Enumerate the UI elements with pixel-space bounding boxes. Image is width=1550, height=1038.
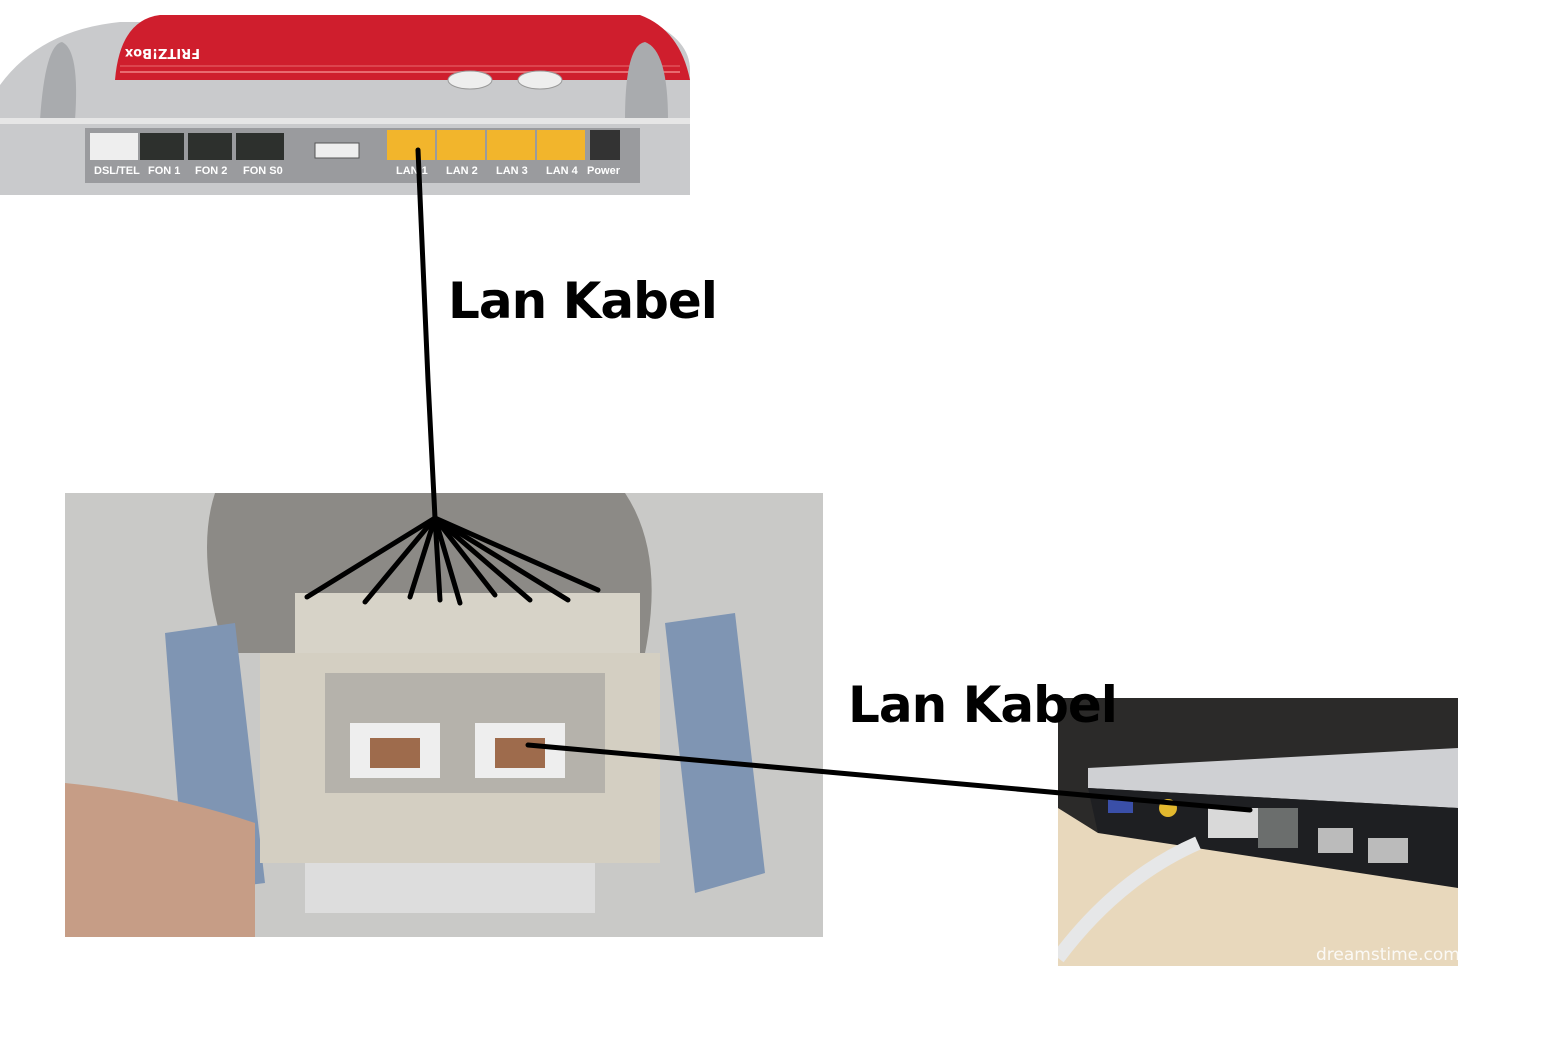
wall-socket-photo: [65, 493, 823, 937]
port-label-dsl: DSL/TEL: [94, 165, 140, 177]
port-label-fon1: FON 1: [148, 165, 180, 177]
port-label-power: Power: [587, 165, 621, 177]
port-label-fons0: FON S0: [243, 165, 283, 177]
port-label-lan1: LAN 1: [396, 165, 428, 177]
port-label-lan3: LAN 3: [496, 165, 528, 177]
port-label-fon2: FON 2: [195, 165, 227, 177]
cable-router-to-socket: [415, 147, 438, 521]
port-label-lan4: LAN 4: [546, 165, 579, 177]
router-photo: FRITZ!Box DSL/TEL FON 1 FON 2 FON S0 LAN…: [0, 0, 690, 195]
laptop-photo: dreamstime.com: [1058, 698, 1458, 966]
lan-cable-label-bottom: Lan Kabel: [848, 676, 1118, 734]
lan-cable-label-top: Lan Kabel: [448, 272, 718, 330]
router-brand: FRITZ!Box: [124, 45, 200, 60]
dreamstime-watermark: dreamstime.com: [1316, 945, 1458, 965]
port-label-lan2: LAN 2: [446, 165, 478, 177]
